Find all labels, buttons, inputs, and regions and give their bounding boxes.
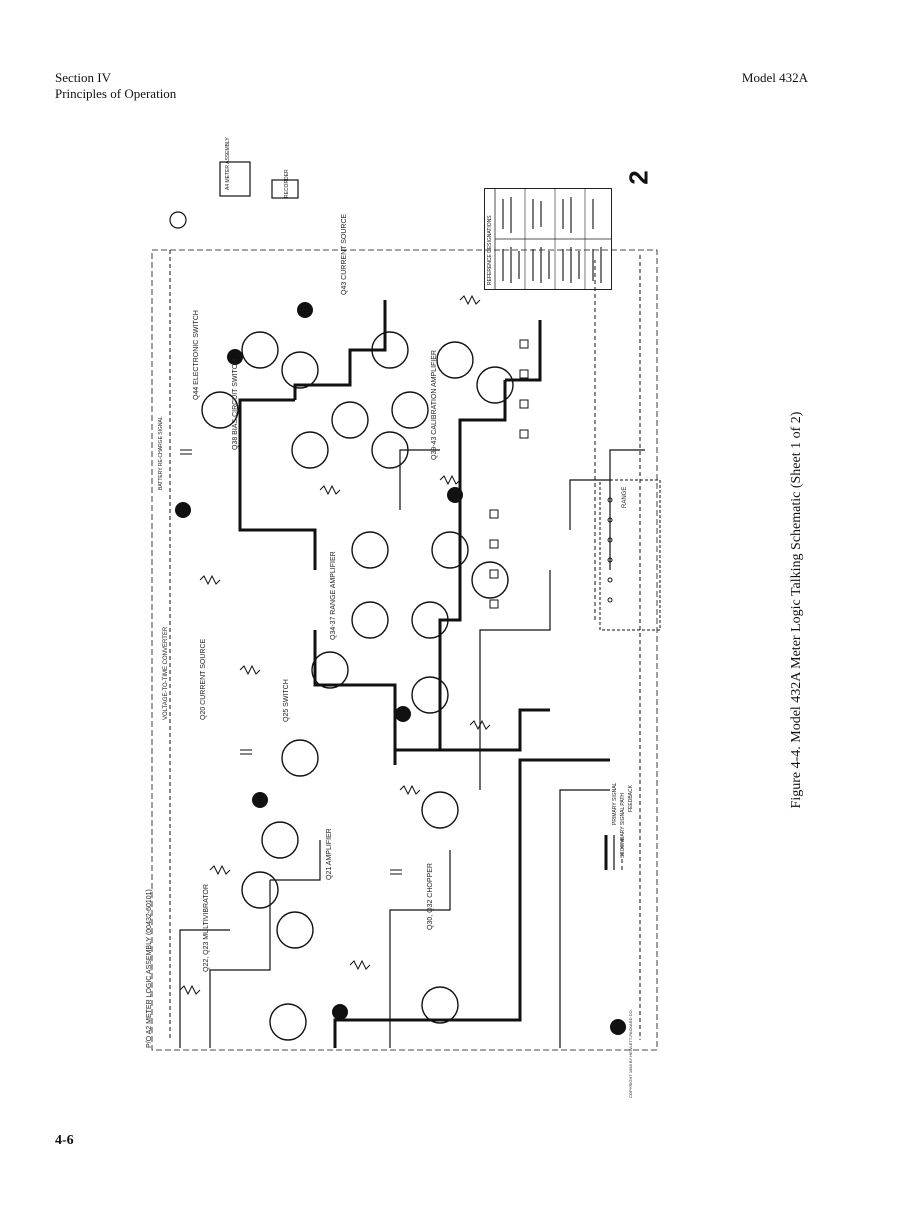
callout-number: 1 (257, 795, 262, 805)
transistors (201, 331, 514, 1041)
ref-table-grid (494, 189, 611, 289)
page-number: 4-6 (55, 1133, 74, 1148)
callout-number: 6 (400, 709, 405, 719)
range-switch-contacts (489, 339, 661, 631)
reference-designations-table: REFERENCE DESIGNATIONS (484, 188, 612, 290)
callout-number: 9 (302, 305, 307, 315)
callout-number: 2 (337, 1007, 342, 1017)
multivibrator-label: Q22, Q23 MULTIVIBRATOR (203, 884, 210, 972)
model-number: Model 432A (741, 70, 808, 85)
primary-signal-path (238, 300, 610, 1048)
copyright-note: COPYRIGHT 1968 BY HEWLETT-PACKARD CO. (628, 1009, 633, 1098)
components (179, 294, 491, 996)
meter-assembly-label: A4 METER ASSEMBLY (225, 137, 231, 190)
range-switch-label: RANGE (622, 486, 628, 508)
current-source-label: Q20 CURRENT SOURCE (200, 638, 207, 720)
section-header: Section IV Principles of Operation (55, 70, 176, 102)
amplifier-label: Q21 AMPLIFIER (326, 828, 333, 880)
feedback-paths (169, 250, 641, 1040)
battery-label: BATTERY RE-CHARGE SIGNAL (158, 416, 164, 490)
meter-symbol (169, 161, 299, 229)
bias-switch-label: Q38 BIAS CIRCUIT SWITCH (232, 359, 239, 450)
figure-caption: Figure 4-4. Model 432A Meter Logic Talki… (789, 411, 804, 809)
electronic-switch-label: Q44 ELECTRONIC SWITCH (193, 310, 200, 400)
secondary-signal-path (179, 449, 645, 1048)
callout-number: 5 (615, 1022, 620, 1032)
calibration-amplifier-label: Q39-43 CALIBRATION AMPLIFIER (431, 350, 438, 460)
switch-label: Q25 SWITCH (283, 679, 290, 722)
range-amplifier-label: Q34-37 RANGE AMPLIFIER (330, 551, 337, 640)
callout-number: 8 (232, 352, 237, 362)
current-source-2-label: Q43 CURRENT SOURCE (341, 213, 348, 295)
section-subtitle: Principles of Operation (55, 86, 177, 101)
legend-feedback: FEEDBACK (628, 785, 634, 812)
callout-number: 10 (178, 505, 188, 515)
recorder-label: RECORDER (284, 169, 290, 198)
legend-secondary: SECONDARY SIGNAL PATH (620, 792, 626, 858)
callout-markers (175, 302, 626, 1035)
legend-primary: PRIMARY SIGNAL (612, 782, 618, 825)
callout-number: 7 (452, 490, 457, 500)
section-title: Section IV (55, 70, 111, 85)
schematic-diagram: 2 5 1 6 10 7 8 9 (151, 161, 661, 1051)
chopper-label: Q30, Q32 CHOPPER (427, 863, 434, 930)
assembly-label: P/O A2 METER LOGIC ASSEMBLY (00432-60101… (146, 889, 153, 1048)
converter-label: VOLTAGE-TO-TIME CONVERTER (163, 626, 169, 720)
legend-lines (604, 835, 623, 870)
